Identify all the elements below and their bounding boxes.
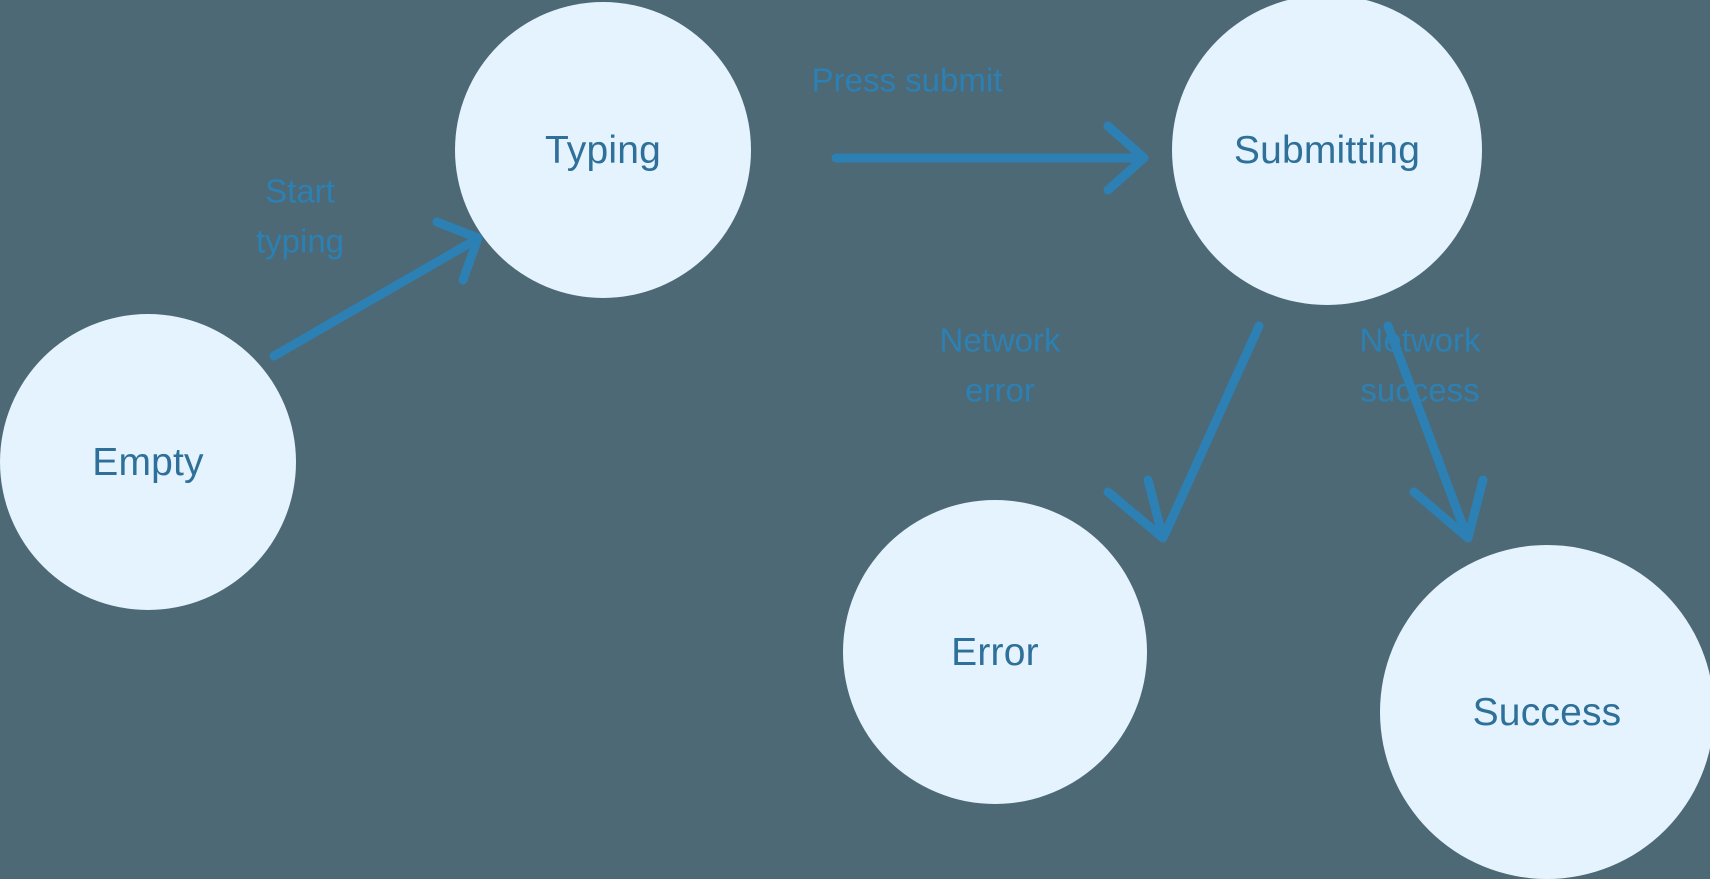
arrowhead-typing-to-submitting	[1103, 121, 1149, 195]
edge-empty-to-typing	[269, 217, 483, 361]
edge-typing-to-submitting	[831, 121, 1149, 195]
state-node-submitting[interactable]: Submitting	[1172, 0, 1482, 305]
edge-label-press-submit: Press submit	[811, 61, 1003, 99]
state-node-typing-label: Typing	[544, 128, 662, 172]
state-node-empty[interactable]: Empty	[0, 314, 296, 610]
state-node-success-label: Success	[1472, 690, 1622, 734]
edge-label-network-success: Network success	[1359, 321, 1481, 409]
arrowhead-submitting-to-success	[1409, 475, 1488, 543]
state-node-submitting-label: Submitting	[1233, 128, 1421, 172]
arrowhead-submitting-to-error	[1103, 475, 1168, 543]
edge-line-empty-to-typing	[269, 238, 475, 361]
state-node-empty-label: Empty	[92, 440, 204, 484]
state-node-error[interactable]: Error	[843, 500, 1147, 804]
edge-line-submitting-to-success	[1383, 321, 1471, 539]
state-node-success[interactable]: Success	[1380, 545, 1710, 879]
edge-submitting-to-error	[1103, 321, 1264, 543]
edge-label-network-error: Network error	[939, 321, 1061, 409]
arrowhead-empty-to-typing	[432, 217, 483, 285]
edge-label-start-typing: Start typing	[255, 172, 345, 260]
state-node-error-label: Error	[951, 630, 1039, 674]
edge-line-submitting-to-error	[1160, 321, 1264, 539]
edge-submitting-to-success	[1383, 321, 1488, 543]
state-node-typing[interactable]: Typing	[455, 2, 751, 298]
